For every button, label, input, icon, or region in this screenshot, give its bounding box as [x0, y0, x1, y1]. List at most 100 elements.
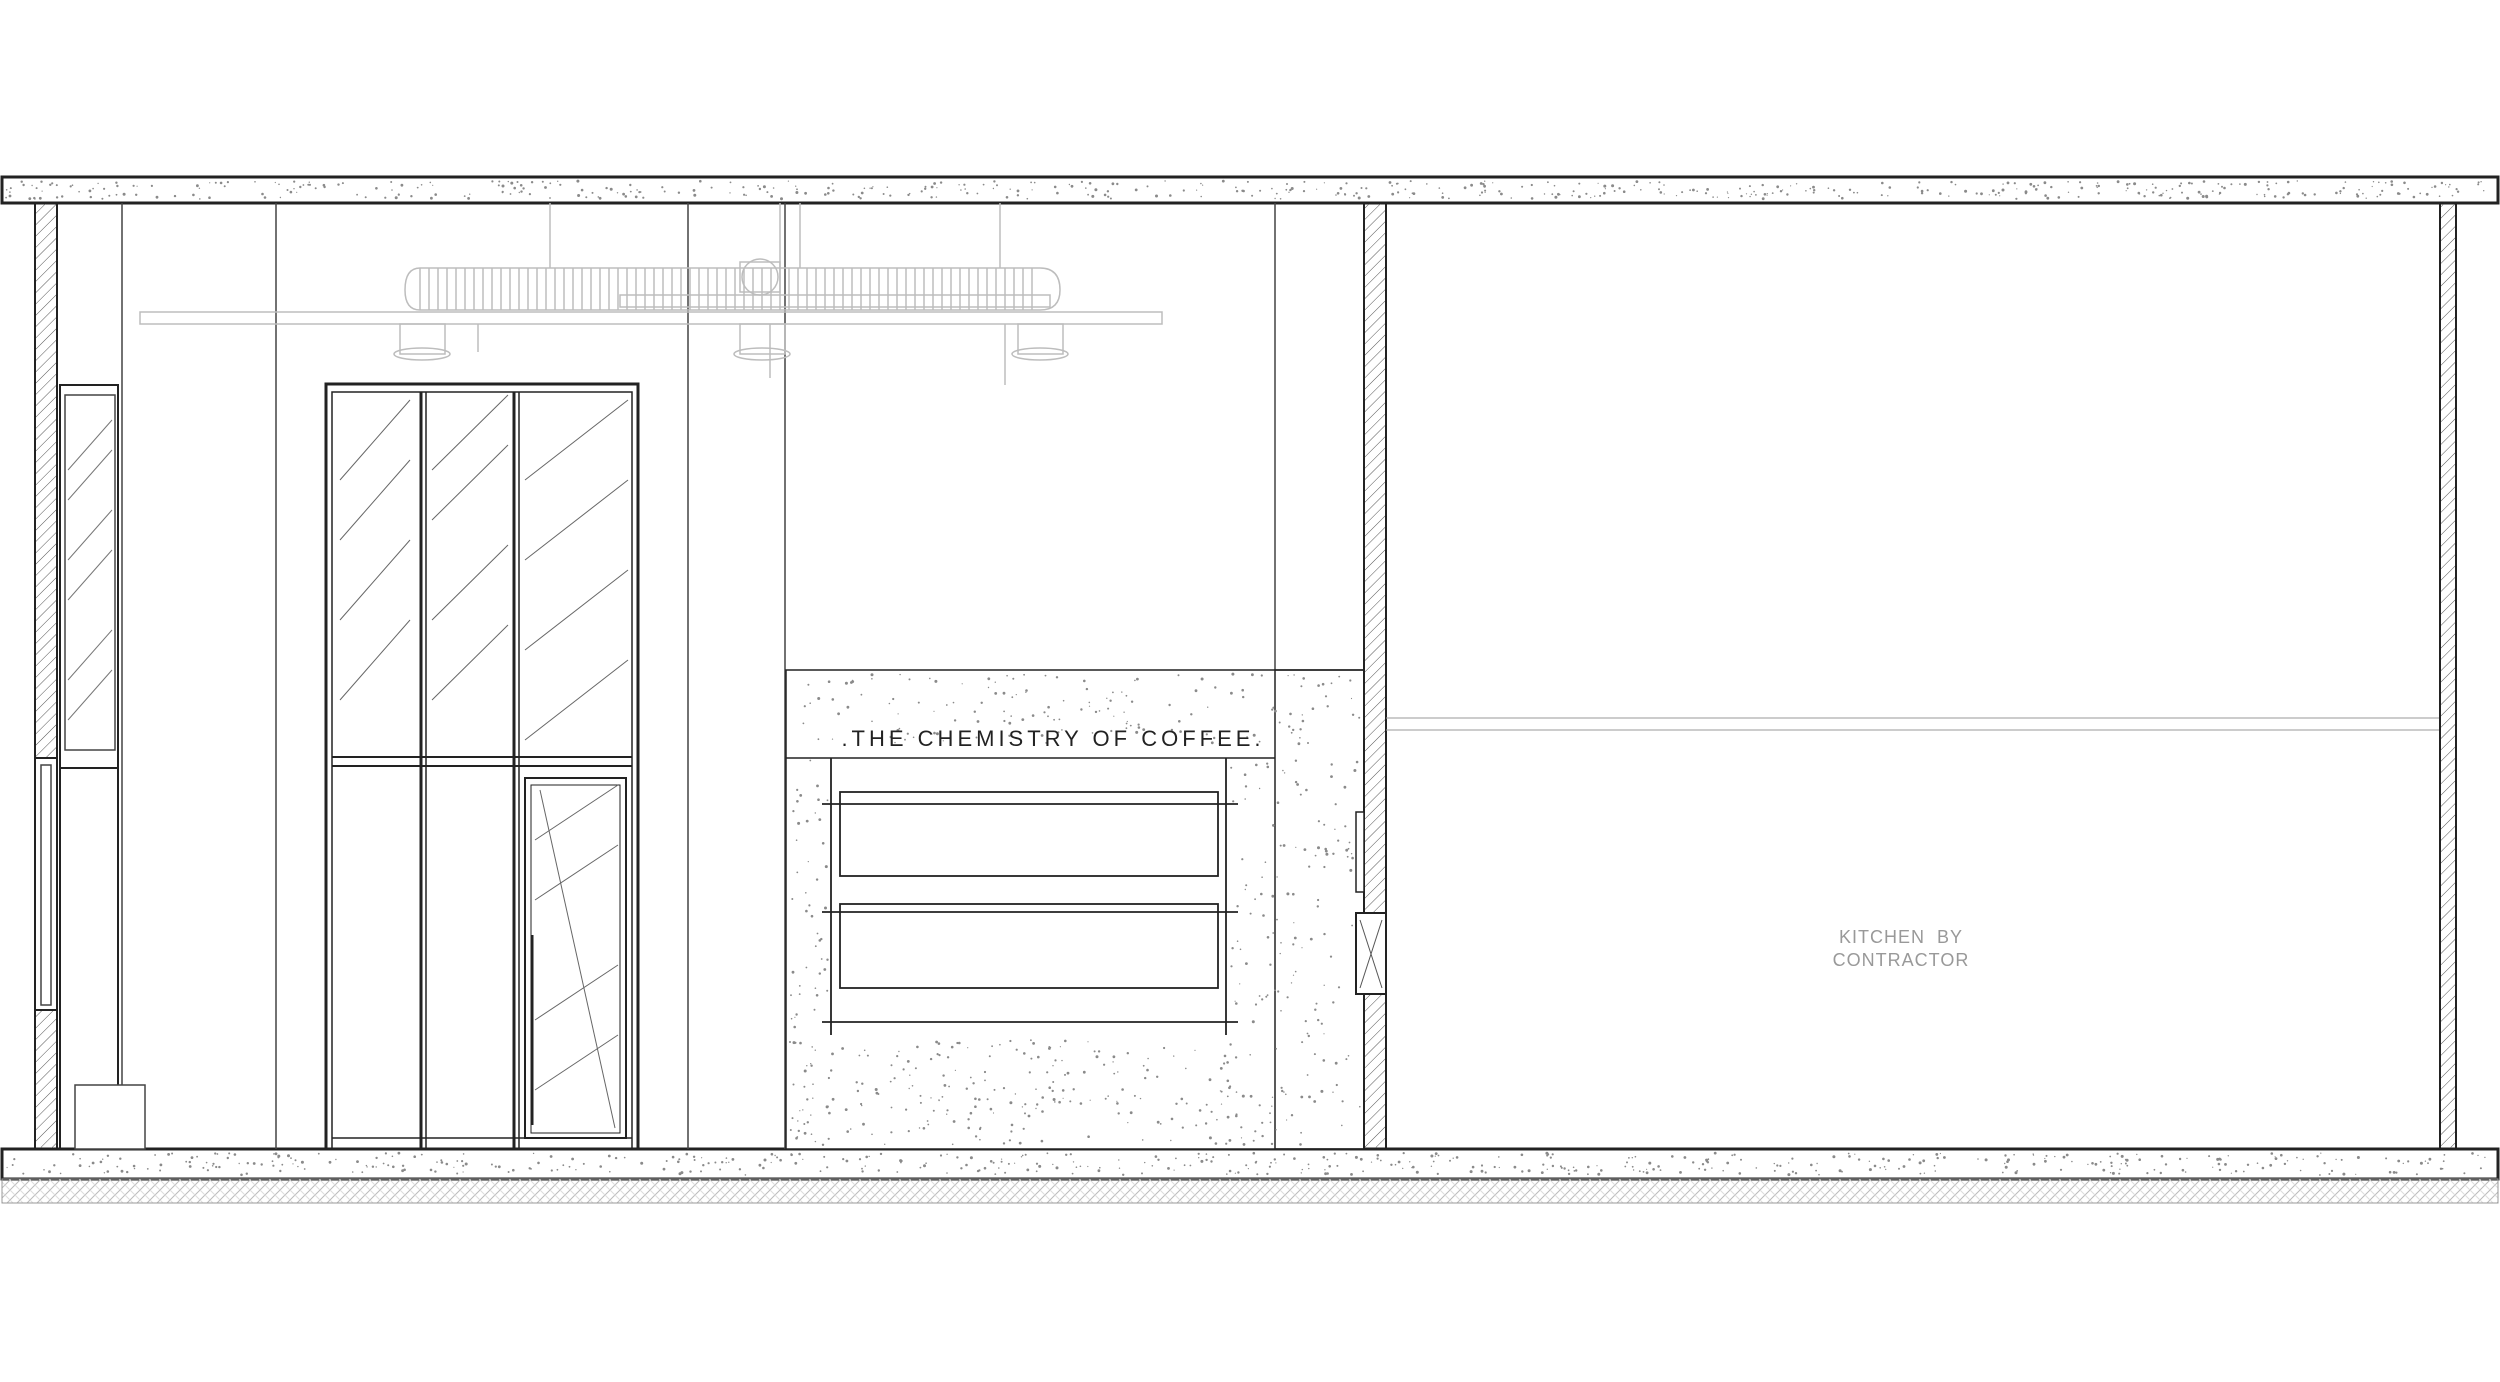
- terrazzo-speck: [636, 189, 638, 191]
- terrazzo-speck: [634, 195, 638, 199]
- terrazzo-speck: [1038, 1164, 1042, 1168]
- terrazzo-speck: [810, 1063, 812, 1065]
- terrazzo-speck: [2062, 1155, 2066, 1159]
- terrazzo-speck: [1521, 185, 1524, 188]
- terrazzo-speck: [1288, 725, 1291, 728]
- terrazzo-speck: [287, 1154, 290, 1158]
- terrazzo-speck: [1030, 181, 1032, 184]
- terrazzo-speck: [69, 185, 72, 188]
- terrazzo-speck: [896, 1171, 899, 1173]
- terrazzo-speck: [1293, 1157, 1296, 1160]
- terrazzo-speck: [1273, 1158, 1277, 1161]
- terrazzo-speck: [2002, 183, 2004, 185]
- terrazzo-speck: [809, 702, 811, 704]
- terrazzo-speck: [2243, 182, 2247, 186]
- terrazzo-speck: [1779, 1164, 1782, 1167]
- terrazzo-speck: [1571, 194, 1573, 197]
- terrazzo-speck: [2362, 192, 2364, 195]
- terrazzo-speck: [1181, 1126, 1184, 1129]
- terrazzo-speck: [805, 819, 809, 823]
- terrazzo-speck: [1035, 1107, 1037, 1110]
- terrazzo-speck: [1271, 894, 1275, 898]
- terrazzo-speck: [401, 1169, 404, 1173]
- terrazzo-speck: [1551, 1164, 1555, 1168]
- terrazzo-speck: [2440, 181, 2444, 185]
- terrazzo-speck: [798, 1152, 801, 1156]
- terrazzo-speck: [1279, 844, 1282, 847]
- terrazzo-speck: [1753, 190, 1755, 193]
- terrazzo-speck: [1262, 914, 1265, 917]
- terrazzo-speck: [1409, 1161, 1411, 1163]
- terrazzo-speck: [1549, 1156, 1552, 1159]
- terrazzo-speck: [930, 185, 934, 189]
- terrazzo-speck: [811, 1046, 813, 1048]
- terrazzo-speck: [1269, 1121, 1272, 1124]
- terrazzo-speck: [1044, 674, 1047, 677]
- terrazzo-speck: [1448, 197, 1450, 200]
- terrazzo-speck: [2356, 194, 2360, 198]
- terrazzo-speck: [2419, 192, 2422, 195]
- terrazzo-speck: [1052, 1065, 1054, 1067]
- terrazzo-speck: [951, 1143, 954, 1146]
- terrazzo-speck: [1314, 1008, 1317, 1011]
- terrazzo-speck: [1240, 1137, 1243, 1139]
- terrazzo-speck: [2390, 183, 2394, 187]
- terrazzo-speck: [2216, 1157, 2220, 1161]
- terrazzo-speck: [1023, 1052, 1026, 1055]
- terrazzo-speck: [1041, 1110, 1044, 1113]
- terrazzo-speck: [1317, 1018, 1320, 1022]
- terrazzo-speck: [2110, 1161, 2113, 1165]
- terrazzo-speck: [132, 1164, 136, 1168]
- terrazzo-speck: [933, 182, 936, 185]
- terrazzo-speck: [938, 1099, 940, 1102]
- terrazzo-speck: [1330, 775, 1333, 778]
- terrazzo-speck: [361, 1171, 364, 1174]
- terrazzo-speck: [830, 1069, 833, 1072]
- terrazzo-speck: [806, 1098, 809, 1101]
- terrazzo-speck: [1711, 1167, 1713, 1169]
- terrazzo-speck: [1394, 1163, 1397, 1166]
- terrazzo-speck: [2296, 180, 2298, 182]
- terrazzo-speck: [469, 193, 471, 195]
- terrazzo-speck: [1295, 846, 1297, 849]
- terrazzo-speck: [799, 1041, 802, 1045]
- terrazzo-speck: [1745, 193, 1748, 195]
- terrazzo-speck: [1300, 685, 1303, 688]
- terrazzo-speck: [192, 193, 195, 197]
- terrazzo-speck: [1126, 720, 1128, 723]
- terrazzo-speck: [791, 898, 794, 900]
- terrazzo-speck: [629, 183, 632, 187]
- terrazzo-speck: [308, 183, 311, 186]
- terrazzo-speck: [815, 994, 819, 997]
- terrazzo-speck: [958, 1041, 961, 1045]
- terrazzo-speck: [88, 1165, 91, 1168]
- terrazzo-speck: [400, 183, 404, 187]
- terrazzo-speck: [1274, 197, 1276, 200]
- terrazzo-speck: [797, 1120, 799, 1122]
- terrazzo-speck: [1021, 1154, 1024, 1157]
- terrazzo-speck: [1299, 737, 1301, 739]
- terrazzo-speck: [1231, 947, 1234, 950]
- terrazzo-speck: [1121, 1088, 1124, 1091]
- terrazzo-speck: [1010, 1130, 1013, 1133]
- terrazzo-speck: [2286, 1160, 2289, 1162]
- terrazzo-speck: [1658, 188, 1660, 191]
- terrazzo-speck: [607, 1154, 611, 1158]
- terrazzo-speck: [49, 183, 52, 186]
- terrazzo-speck: [1223, 1062, 1226, 1065]
- terrazzo-speck: [115, 193, 118, 196]
- terrazzo-speck: [969, 1111, 973, 1115]
- terrazzo-speck: [1299, 793, 1302, 796]
- terrazzo-speck: [1613, 190, 1616, 192]
- terrazzo-speck: [1301, 1168, 1304, 1171]
- terrazzo-speck: [831, 738, 834, 740]
- terrazzo-speck: [281, 1163, 284, 1166]
- terrazzo-speck: [2153, 1168, 2156, 1171]
- terrazzo-speck: [933, 731, 936, 735]
- terrazzo-speck: [864, 1165, 866, 1167]
- terrazzo-speck: [2124, 1162, 2127, 1165]
- terrazzo-speck: [273, 1153, 275, 1155]
- terrazzo-speck: [430, 196, 433, 200]
- terrazzo-speck: [1040, 1139, 1044, 1143]
- terrazzo-speck: [865, 1155, 868, 1159]
